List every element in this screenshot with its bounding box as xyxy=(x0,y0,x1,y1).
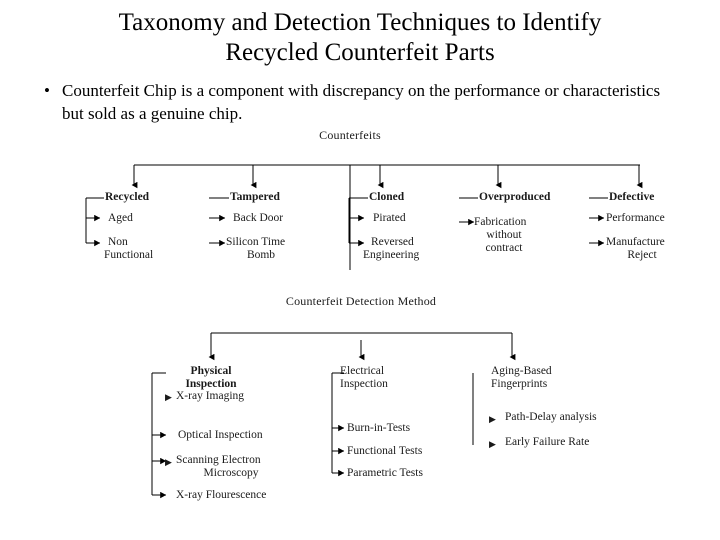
node-scanning-electron-microscopy-line2: Microscopy xyxy=(203,467,259,479)
node-parametric-tests: Parametric Tests xyxy=(347,467,423,479)
counterfeit-detection-connectors xyxy=(151,332,516,499)
node-physical-inspection-line1: Physical xyxy=(190,365,232,377)
node-recycled: Recycled xyxy=(105,191,150,203)
node-silicon-time-bomb-line1: Silicon Time xyxy=(226,236,286,248)
node-reversed-engineering-line1: Reversed xyxy=(371,236,414,248)
node-fabrication-without-contract-line2: without xyxy=(486,229,522,241)
node-physical-inspection-line2: Inspection xyxy=(185,378,237,390)
node-non-functional-line1: Non xyxy=(108,236,128,248)
node-aging-based-fingerprints-line1: Aging-Based xyxy=(491,365,552,377)
counterfeit-detection-method-diagram: Counterfeit Detection Method Physical In… xyxy=(0,285,720,520)
node-counterfeits-root: Counterfeits xyxy=(319,128,381,142)
node-overproduced: Overproduced xyxy=(479,191,551,203)
node-aging-based-fingerprints-line2: Fingerprints xyxy=(491,378,548,390)
node-early-failure-rate: Early Failure Rate xyxy=(505,436,590,448)
node-electrical-inspection-line1: Electrical xyxy=(340,365,385,377)
node-performance: Performance xyxy=(606,212,665,224)
page-title-line-1: Taxonomy and Detection Techniques to Ide… xyxy=(118,9,602,36)
bullet-marker-icon: • xyxy=(44,81,50,100)
triangle-bullet-icon: ▶ xyxy=(489,439,496,449)
node-manufacture-reject-line1: Manufacture xyxy=(606,236,665,248)
node-detection-method-root: Counterfeit Detection Method xyxy=(285,294,437,308)
node-defective: Defective xyxy=(609,191,655,203)
triangle-bullet-icon: ▶ xyxy=(165,457,172,467)
node-path-delay-analysis: Path-Delay analysis xyxy=(505,411,597,423)
node-non-functional-line2: Functional xyxy=(104,249,154,261)
node-fabrication-without-contract-line3: contract xyxy=(485,242,523,254)
node-fabrication-without-contract-line1: Fabrication xyxy=(474,216,527,228)
node-xray-flourescence: X-ray Flourescence xyxy=(176,489,267,501)
page-title-line-2: Recycled Counterfeit Parts xyxy=(225,39,495,66)
node-aged: Aged xyxy=(108,212,133,224)
node-electrical-inspection-line2: Inspection xyxy=(340,378,388,390)
bullet-list-item: • Counterfeit Chip is a component with d… xyxy=(44,79,684,125)
node-scanning-electron-microscopy-line1: Scanning Electron xyxy=(176,454,261,466)
node-optical-inspection: Optical Inspection xyxy=(178,429,263,441)
node-manufacture-reject-line2: Reject xyxy=(627,249,657,261)
node-back-door: Back Door xyxy=(233,212,284,224)
page-title: Taxonomy and Detection Techniques to Ide… xyxy=(36,8,684,68)
counterfeits-taxonomy-connectors xyxy=(85,164,643,270)
node-pirated: Pirated xyxy=(373,212,406,224)
node-silicon-time-bomb-line2: Bomb xyxy=(246,249,276,261)
node-functional-tests: Functional Tests xyxy=(347,445,423,457)
node-cloned: Cloned xyxy=(369,191,405,203)
bullet-body-text: Counterfeit Chip is a component with dis… xyxy=(62,81,661,123)
counterfeits-taxonomy-diagram: Counterfeits Recycled Aged Non Functiona… xyxy=(0,125,720,270)
triangle-bullet-icon: ▶ xyxy=(165,392,172,402)
node-reversed-engineering-line2: Engineering xyxy=(363,249,420,261)
node-tampered: Tampered xyxy=(230,191,280,203)
node-xray-imaging: X-ray Imaging xyxy=(176,390,245,402)
triangle-bullet-icon: ▶ xyxy=(489,414,496,424)
node-burn-in-tests: Burn-in-Tests xyxy=(347,422,411,434)
